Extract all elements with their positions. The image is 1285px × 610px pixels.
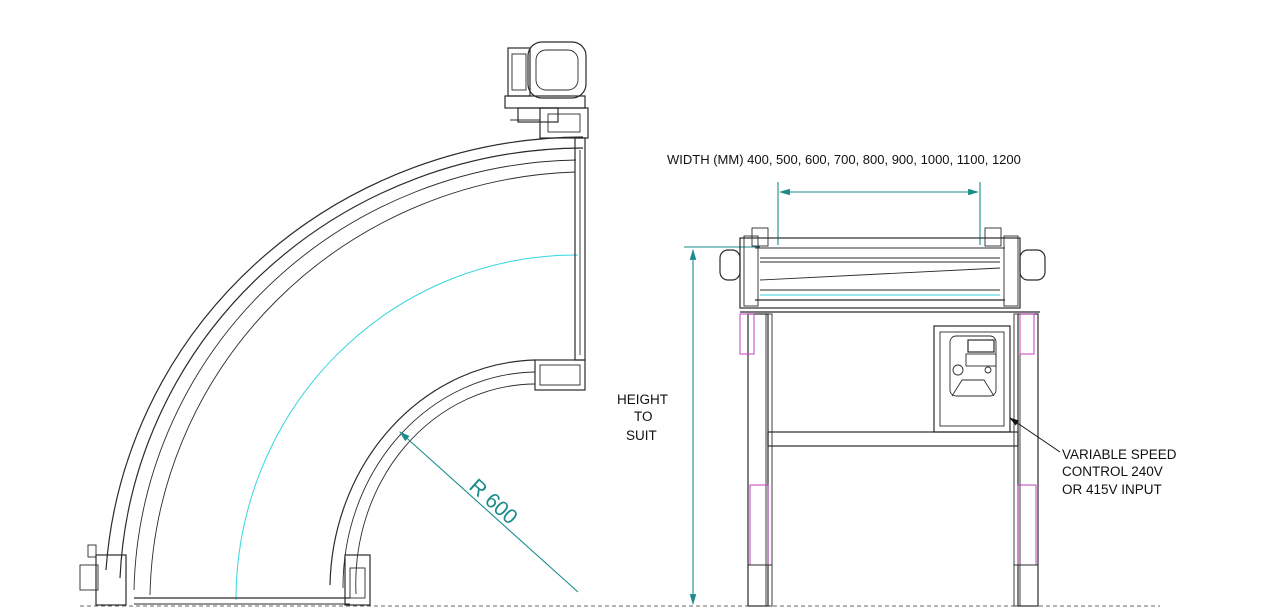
curved-conveyor-plan-view: R 600 <box>79 41 589 606</box>
height-label-line2: TO <box>634 409 653 424</box>
variable-speed-control-box <box>933 325 1011 433</box>
control-leader-line <box>1009 417 1061 453</box>
control-label-line1: VARIABLE SPEED <box>1062 447 1177 462</box>
control-label-line3: OR 415V INPUT <box>1062 482 1162 497</box>
radius-label: R 600 <box>465 475 522 530</box>
width-dimension-label: WIDTH (MM) 400, 500, 600, 700, 800, 900,… <box>667 152 1021 167</box>
centerline-arc <box>235 254 579 601</box>
drive-motor <box>504 41 589 139</box>
conveyor-end-elevation: WIDTH (MM) 400, 500, 600, 700, 800, 900,… <box>617 152 1177 607</box>
radius-dimension-line <box>399 431 579 593</box>
control-label-line2: CONTROL 240V <box>1062 464 1163 479</box>
right-leg <box>1017 313 1039 607</box>
height-label-line3: SUIT <box>626 428 657 443</box>
height-label-line1: HEIGHT <box>617 392 668 407</box>
left-leg <box>747 313 769 607</box>
